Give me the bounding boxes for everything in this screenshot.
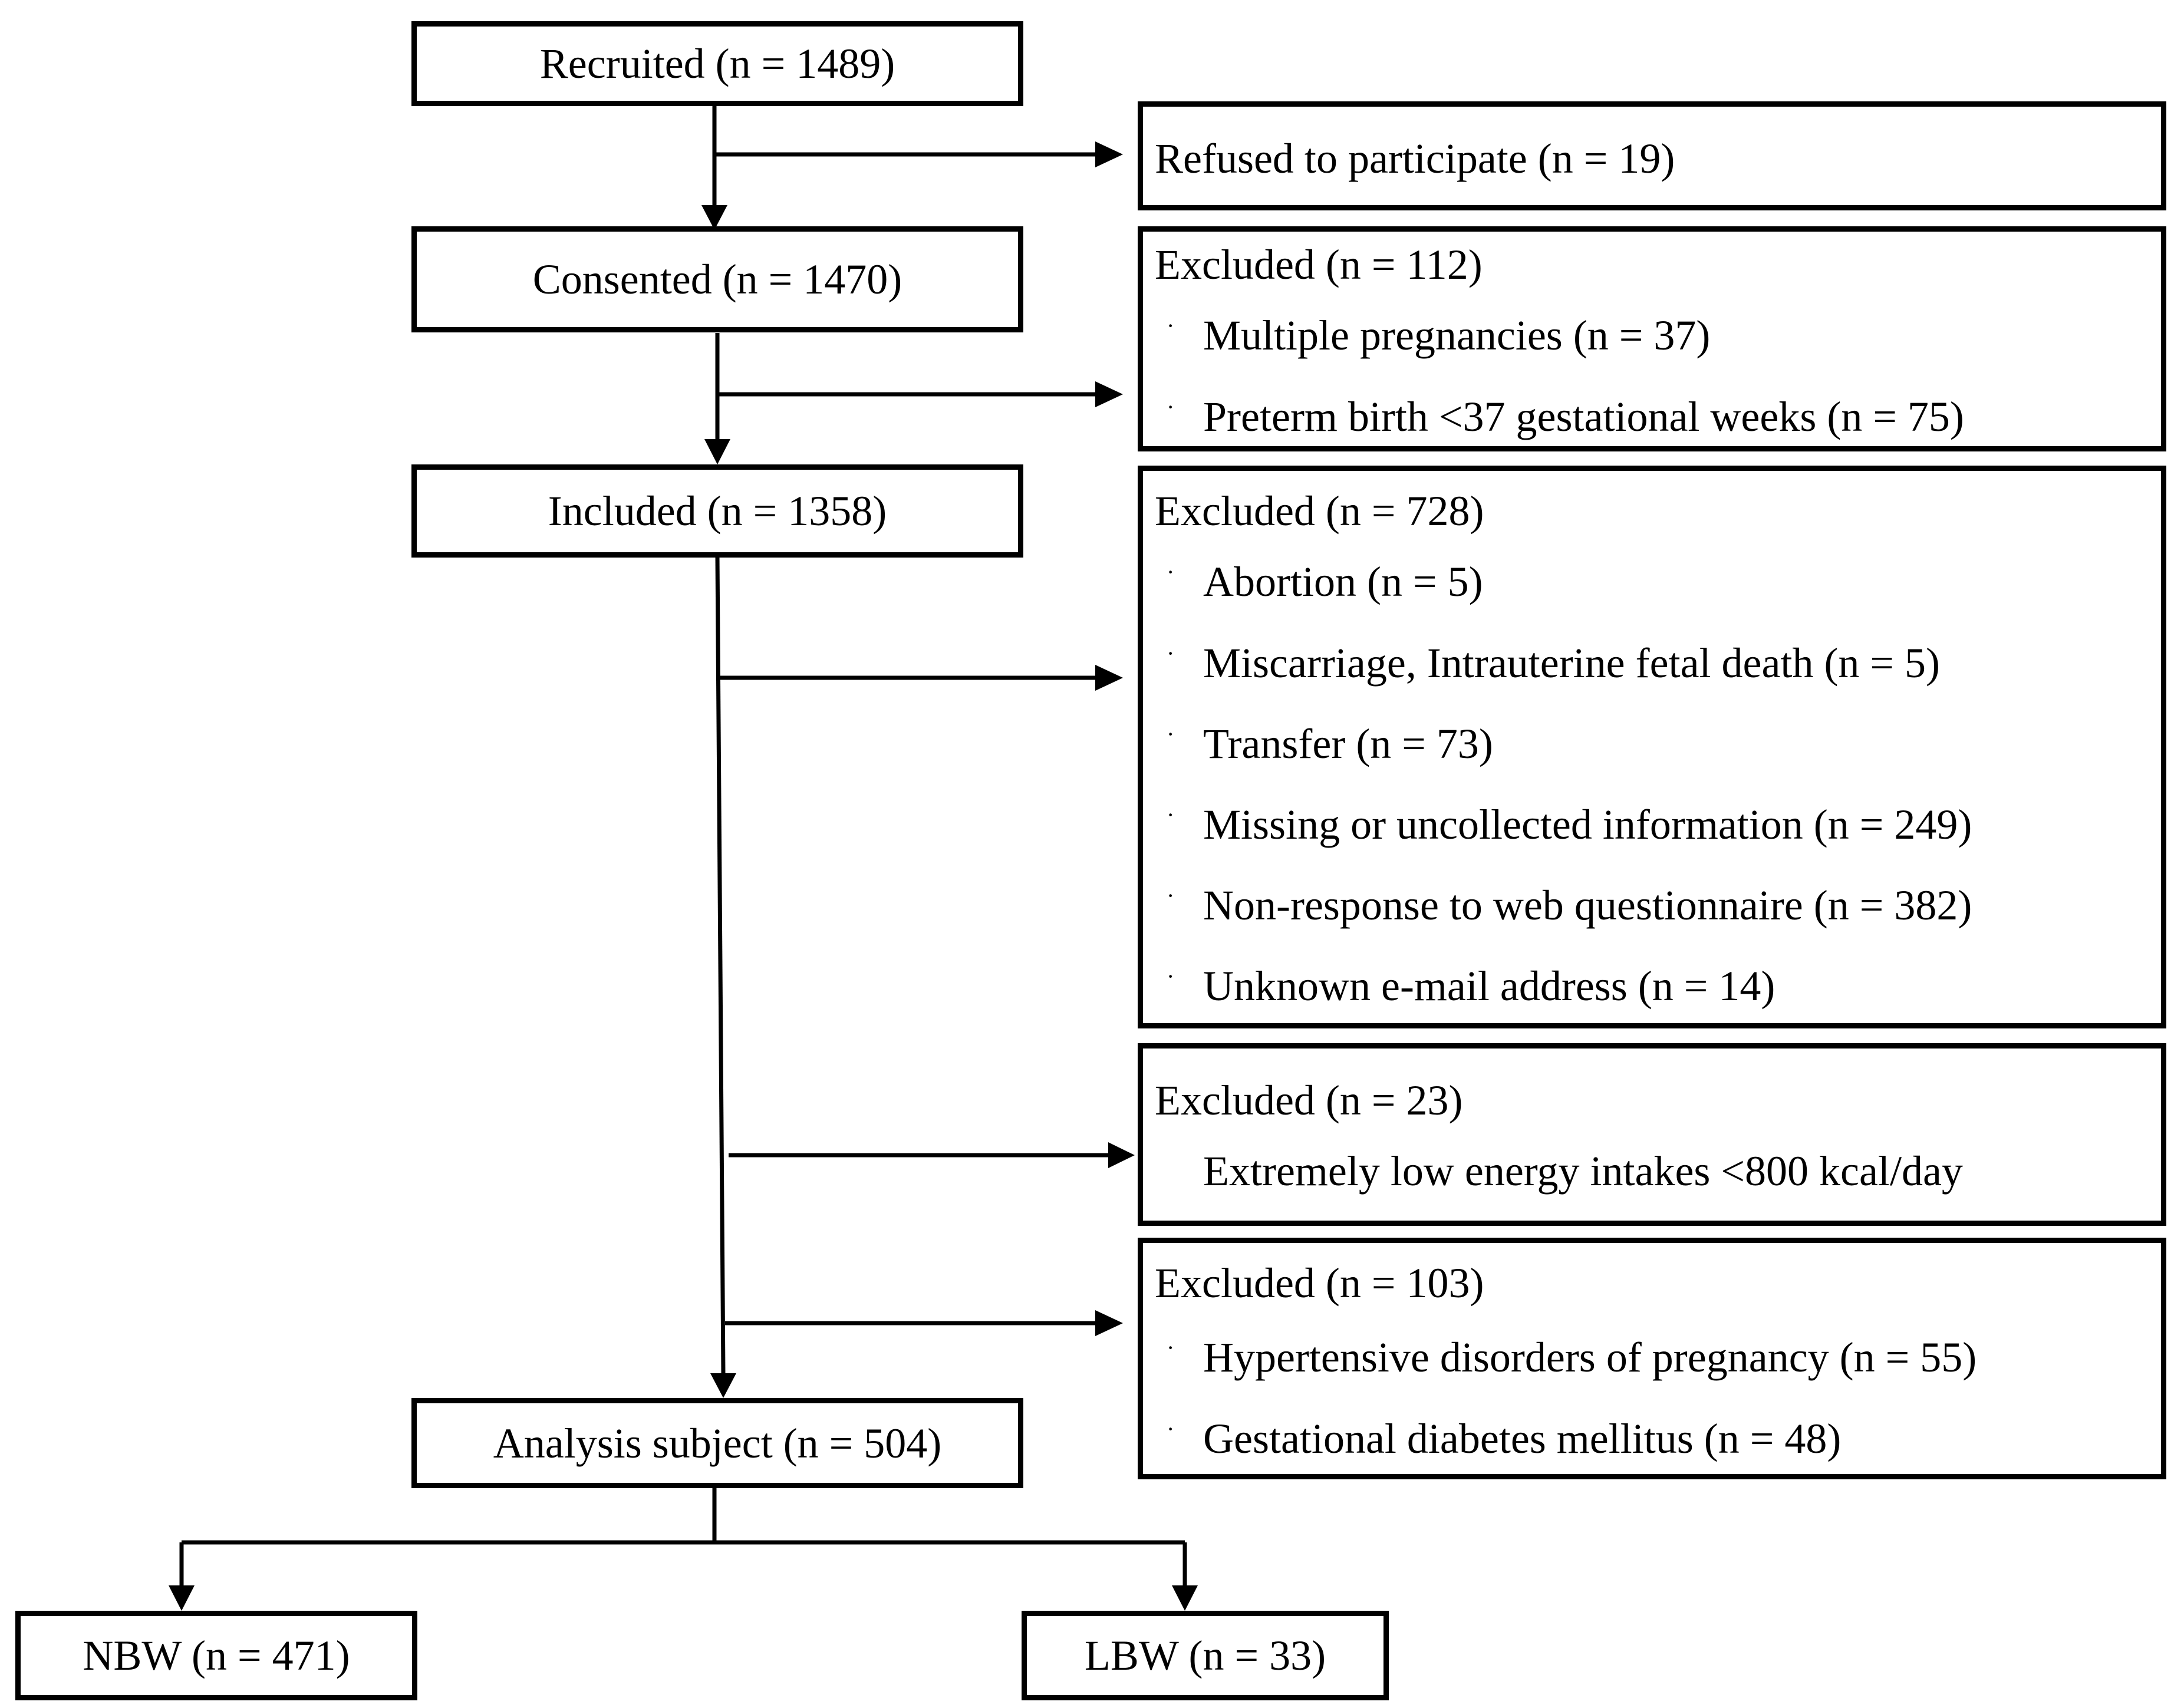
bullet-icon: ·: [1167, 394, 1175, 420]
arrowhead-consented: [701, 205, 727, 230]
excluded-728-header: Excluded (n = 728): [1155, 487, 1484, 535]
excluded-103-header: Excluded (n = 103): [1155, 1259, 1484, 1307]
bullet-icon: ·: [1167, 802, 1175, 828]
bullet-icon: ·: [1167, 1334, 1175, 1361]
bullet-icon: ·: [1167, 882, 1175, 909]
refused-label: Refused to participate (n = 19): [1155, 135, 1675, 182]
connector-included-analysis: [715, 556, 726, 1374]
excluded-728-item: Transfer (n = 73): [1203, 720, 1493, 767]
excluded-23-box: Excluded (n = 23) Extremely low energy i…: [1138, 1043, 2166, 1226]
arrowhead-included: [704, 439, 730, 464]
excluded-112-box: Excluded (n = 112) · Multiple pregnancie…: [1138, 226, 2166, 451]
lbw-box: LBW (n = 33): [1022, 1611, 1389, 1700]
analysis-subject-box: Analysis subject (n = 504): [411, 1398, 1023, 1488]
arrowhead-excluded4: [1095, 1310, 1123, 1336]
excluded-23-header: Excluded (n = 23): [1155, 1077, 1463, 1124]
included-box: Included (n = 1358): [411, 464, 1023, 558]
bullet-icon: ·: [1167, 640, 1175, 667]
excluded-103-item: Gestational diabetes mellitus (n = 48): [1203, 1415, 1842, 1462]
excluded-103-item: Hypertensive disorders of pregnancy (n =…: [1203, 1334, 1977, 1381]
arrowhead-refused: [1095, 141, 1123, 167]
bullet-icon: ·: [1167, 721, 1175, 747]
excluded-112-item: Multiple pregnancies (n = 37): [1203, 312, 1711, 359]
bullet-icon: ·: [1167, 1416, 1175, 1442]
excluded-23-detail: Extremely low energy intakes <800 kcal/d…: [1203, 1148, 1963, 1195]
excluded-728-item: Missing or uncollected information (n = …: [1203, 801, 1972, 848]
arrowhead-lbw: [1172, 1585, 1198, 1611]
nbw-box: NBW (n = 471): [15, 1611, 417, 1700]
excluded-728-item: Abortion (n = 5): [1203, 558, 1483, 605]
consented-label: Consented (n = 1470): [532, 256, 902, 303]
arrowhead-nbw: [169, 1585, 195, 1611]
excluded-112-header: Excluded (n = 112): [1155, 241, 1483, 288]
recruited-box: Recruited (n = 1489): [411, 21, 1023, 106]
excluded-728-box: Excluded (n = 728) · Abortion (n = 5) · …: [1138, 466, 2166, 1028]
excluded-728-item: Unknown e-mail address (n = 14): [1203, 962, 1775, 1010]
bullet-icon: ·: [1167, 963, 1175, 990]
excluded-728-item: Non-response to web questionnaire (n = 3…: [1203, 882, 1972, 929]
refused-box: Refused to participate (n = 19): [1138, 101, 2166, 210]
nbw-label: NBW (n = 471): [83, 1632, 350, 1679]
bullet-icon: ·: [1167, 559, 1175, 585]
arrowhead-excluded1: [1095, 381, 1123, 407]
analysis-subject-label: Analysis subject (n = 504): [493, 1419, 942, 1467]
arrowhead-excluded3: [1108, 1142, 1135, 1168]
included-label: Included (n = 1358): [548, 487, 887, 535]
recruited-label: Recruited (n = 1489): [539, 40, 895, 87]
lbw-label: LBW (n = 33): [1084, 1632, 1326, 1679]
arrowhead-analysis: [710, 1373, 736, 1398]
arrowhead-excluded2: [1095, 665, 1123, 691]
bullet-icon: ·: [1167, 312, 1175, 339]
excluded-103-box: Excluded (n = 103) · Hypertensive disord…: [1138, 1238, 2166, 1479]
consented-box: Consented (n = 1470): [411, 226, 1023, 332]
excluded-112-item: Preterm birth <37 gestational weeks (n =…: [1203, 393, 1964, 440]
excluded-728-item: Miscarriage, Intrauterine fetal death (n…: [1203, 639, 1941, 687]
